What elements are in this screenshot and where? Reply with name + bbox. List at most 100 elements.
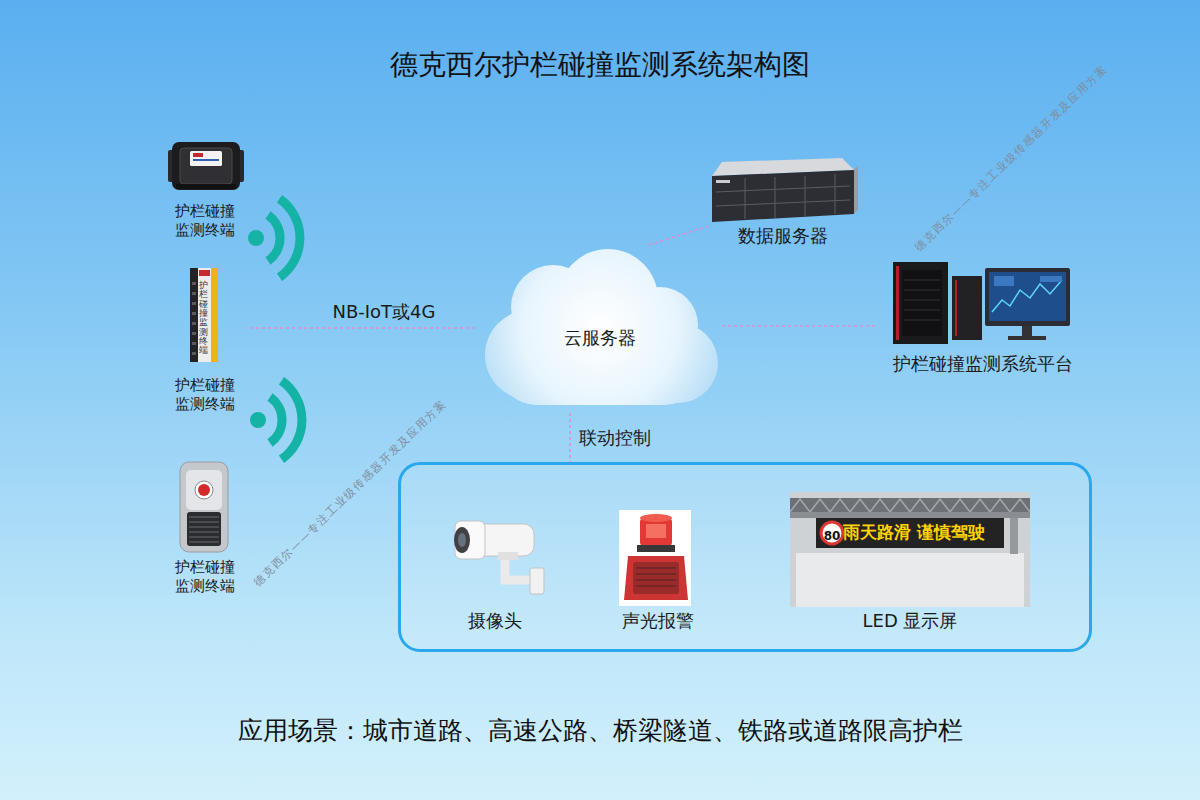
terminal-device <box>190 268 218 362</box>
terminal-device <box>189 531 219 533</box>
server-image <box>716 186 850 192</box>
server-image <box>745 178 746 219</box>
node-label: 护栏碰撞 监测终端 <box>171 558 239 596</box>
terminal-device <box>192 292 196 295</box>
node-label-slot: 护栏碰撞 监测终端 <box>160 376 250 414</box>
terminal-device <box>193 159 219 161</box>
wireless-signal <box>270 397 282 443</box>
terminal-node: 护栏碰撞 监测终端 <box>160 460 250 598</box>
diagram-title: 德克西尔护栏碰撞监测系统架构图 <box>390 48 810 82</box>
cloud-node: 云服务器 <box>478 245 722 413</box>
node-label: 声光报警 <box>622 610 694 632</box>
workstation-image <box>904 280 940 320</box>
wireless-signal <box>248 230 264 246</box>
terminal-device <box>199 270 210 276</box>
workstation-image <box>904 300 940 301</box>
connector-line <box>569 413 571 462</box>
wireless-signal <box>282 381 302 460</box>
terminal-device <box>189 521 219 523</box>
wireless-signal <box>250 412 266 428</box>
wireless-signal <box>250 381 302 460</box>
terminal-device <box>192 302 196 305</box>
node-label-slot: 护栏碰撞 监测终端 <box>160 202 250 240</box>
diagram-caption: 应用场景：城市道路、高速公路、桥梁隧道、铁路或道路限高护栏 <box>238 716 963 746</box>
workstation-image <box>955 280 957 336</box>
node-label-slot: 声光报警 <box>613 610 703 632</box>
terminal-device <box>190 268 218 362</box>
connector-line <box>250 327 478 329</box>
workstation-image <box>896 266 899 340</box>
terminal-device <box>176 184 236 189</box>
node-label: 雨天路滑 谨慎驾驶 <box>843 522 985 542</box>
edge-label: NB-IoT或4G <box>332 301 435 323</box>
server-image <box>716 200 850 206</box>
terminal-device <box>193 153 203 157</box>
node-label-slot: LED 显示屏 <box>785 610 1035 632</box>
node-label: 数据服务器 <box>738 225 828 247</box>
server-image <box>712 170 854 222</box>
workstation-image <box>985 268 1070 326</box>
node-label-slot: 80 <box>817 525 847 544</box>
terminal-device <box>189 526 219 528</box>
node-label-slot: 数据服务器 <box>708 225 858 247</box>
cloud-shape <box>485 249 718 405</box>
diagram-title-slot: 德克西尔护栏碰撞监测系统架构图 <box>0 48 1200 82</box>
terminal-device <box>195 481 213 499</box>
terminal-device <box>192 342 196 345</box>
workstation-image <box>904 290 940 291</box>
device-text-slot: 护栏碰撞监测终端 <box>199 281 208 357</box>
alarm-node: 声光报警 <box>613 506 703 637</box>
terminal-device <box>192 332 196 335</box>
node-label: 护栏碰撞监测系统平台 <box>893 353 1073 375</box>
terminal-device <box>198 484 210 496</box>
wireless-signal <box>280 199 300 278</box>
edge-label-slot: 联动控制 <box>579 427 651 449</box>
node-label-slot: 护栏碰撞监测系统平台 <box>878 353 1088 375</box>
connector-line <box>722 325 878 327</box>
workstation-image <box>893 262 1070 344</box>
terminal-device <box>186 470 222 510</box>
node-label: 护栏碰撞 监测终端 <box>171 202 239 240</box>
terminal-device <box>187 512 221 546</box>
wireless-signal <box>248 199 300 278</box>
terminal-device <box>189 517 219 542</box>
server-image <box>716 180 730 183</box>
workstation-image <box>893 262 948 344</box>
connector-line <box>649 226 708 245</box>
diagram-caption-slot: 应用场景：城市道路、高速公路、桥梁隧道、铁路或道路限高护栏 <box>0 716 1200 746</box>
terminal-device <box>180 462 228 552</box>
workstation-image <box>1022 326 1032 336</box>
terminal-device <box>180 148 232 184</box>
node-label-slot: 云服务器 <box>478 327 722 349</box>
terminal-device <box>180 462 228 552</box>
terminal-device <box>189 541 219 543</box>
linkage-frame: 摄像头 声光报警 80雨天路滑 谨慎驾驶 LED 显示屏 <box>398 462 1092 652</box>
cloud-shape <box>498 327 703 405</box>
node-label-slot: 雨天路滑 谨慎驾驶 <box>843 522 985 542</box>
workstation-image <box>902 270 942 336</box>
workstation-image <box>1008 336 1046 340</box>
node-label-slot: 摄像头 <box>440 610 550 632</box>
wireless-signal <box>268 215 280 261</box>
led-node: 80雨天路滑 谨慎驾驶 LED 显示屏 <box>785 490 1035 637</box>
terminal-device <box>168 142 244 190</box>
node-label: 摄像头 <box>468 610 522 632</box>
workstation-image <box>1040 276 1062 282</box>
server-node: 数据服务器 <box>708 155 858 250</box>
workstation-image <box>952 276 982 340</box>
device-text: 护栏碰撞监测终端 <box>199 281 208 356</box>
camera-node: 摄像头 <box>440 512 550 637</box>
node-label: 云服务器 <box>564 327 636 349</box>
terminal-device <box>192 322 196 325</box>
terminal-device <box>192 352 196 355</box>
workstation-image <box>904 310 940 311</box>
server-image <box>716 174 850 219</box>
terminal-device <box>211 268 218 362</box>
edge-label: 联动控制 <box>579 427 651 449</box>
terminal-node: 护栏碰撞 监测终端 <box>160 138 250 242</box>
edge-label-slot: NB-IoT或4G <box>234 301 534 323</box>
node-label-slot: 护栏碰撞 监测终端 <box>160 558 250 596</box>
terminal-device <box>172 142 240 190</box>
server-image <box>854 166 858 214</box>
